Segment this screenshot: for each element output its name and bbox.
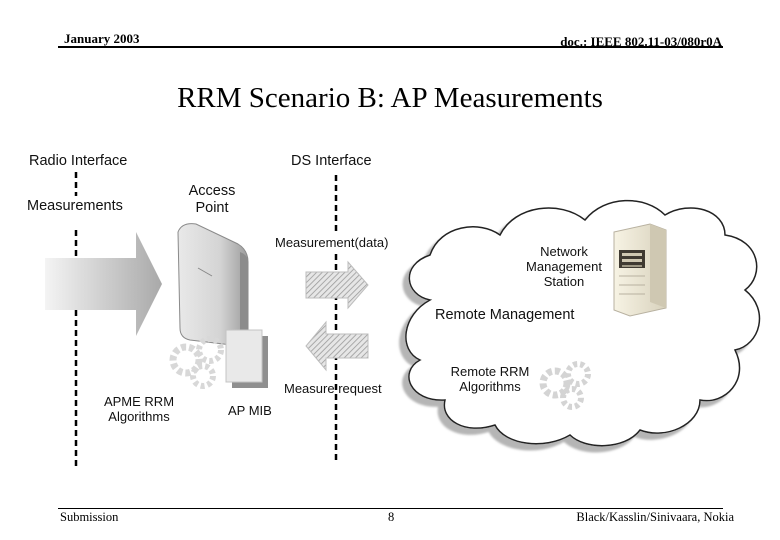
footer-rule: [58, 508, 723, 509]
gear-icon: [169, 336, 224, 389]
ds-interface-label: DS Interface: [291, 153, 372, 169]
radio-interface-label: Radio Interface: [29, 153, 128, 169]
measurements-label: Measurements: [27, 198, 123, 214]
footer-submission: Submission: [60, 510, 119, 524]
footer-authors: Black/Kasslin/Sinivaara, Nokia: [576, 510, 734, 524]
measure-request-arrow: [305, 320, 369, 372]
access-point-label: Access Point: [188, 183, 236, 216]
header-date: January 2003: [64, 31, 140, 46]
measurement-data-label: Measurement(data): [275, 235, 389, 250]
footer-page-number: 8: [388, 510, 395, 524]
radio-measurement-arrow: [45, 232, 162, 336]
measure-request-label: Measure request: [284, 381, 382, 396]
apme-rrm-algorithms-label: APME RRM Algorithms: [103, 394, 175, 424]
cloud-shape: [405, 199, 761, 447]
ap-mib-label: AP MIB: [228, 403, 272, 418]
slide-title: RRM Scenario B: AP Measurements: [177, 82, 603, 114]
network-management-station-label: Network Management Station: [526, 244, 602, 289]
remote-management-label: Remote Management: [435, 307, 575, 323]
document-icon: [225, 329, 268, 388]
remote-gear-icon: [539, 361, 591, 410]
access-point-icon: [177, 223, 249, 347]
header-doc-id: doc.: IEEE 802.11-03/080r0A: [560, 34, 722, 49]
remote-rrm-algorithms-label: Remote RRM Algorithms: [450, 364, 530, 394]
server-icon: [613, 223, 667, 317]
header-rule: [58, 46, 723, 48]
measurement-data-arrow: [305, 260, 369, 310]
